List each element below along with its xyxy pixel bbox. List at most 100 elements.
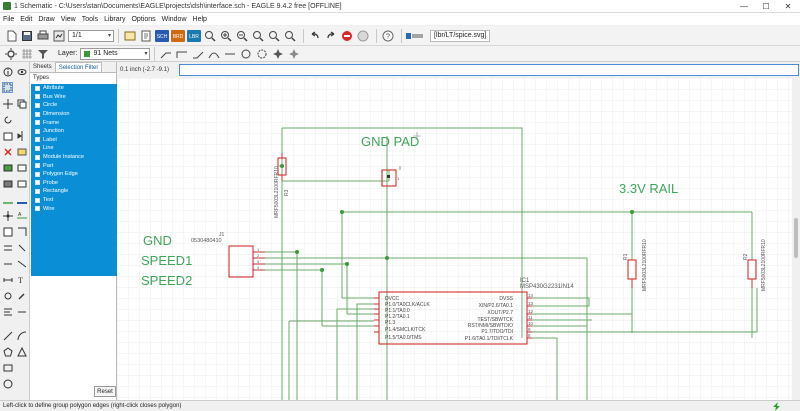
junction-icon[interactable] bbox=[2, 210, 13, 221]
pour-icon[interactable] bbox=[271, 47, 285, 61]
brd-badge[interactable]: BRD bbox=[171, 29, 185, 43]
schematic-drawing[interactable]: GND PAD 3.3V RAIL GND SPEED1 SPEED2 MRF5… bbox=[117, 78, 800, 400]
zoom-redraw-icon[interactable] bbox=[251, 29, 265, 43]
undo-icon[interactable] bbox=[308, 29, 322, 43]
split-icon[interactable] bbox=[16, 226, 27, 237]
info-icon[interactable] bbox=[2, 66, 13, 77]
arrange-icon[interactable] bbox=[2, 290, 13, 301]
list-item[interactable]: Wire bbox=[31, 204, 117, 213]
replace-icon[interactable] bbox=[2, 162, 13, 173]
net-icon[interactable] bbox=[2, 194, 13, 205]
minimize-button[interactable]: — bbox=[740, 2, 748, 11]
resistor-r3[interactable]: MRF5003L2100RFR10 R3 bbox=[274, 153, 290, 218]
bus-icon[interactable] bbox=[16, 194, 27, 205]
cam-icon[interactable] bbox=[52, 29, 66, 43]
close-button[interactable]: ✕ bbox=[784, 2, 792, 11]
label-speed2[interactable]: SPEED2 bbox=[141, 273, 192, 288]
zoom-select-icon[interactable] bbox=[267, 29, 281, 43]
menu-tools[interactable]: Tools bbox=[81, 15, 99, 23]
save-icon[interactable] bbox=[20, 29, 34, 43]
zoom-in-icon[interactable] bbox=[219, 29, 233, 43]
menu-help[interactable]: Help bbox=[192, 15, 207, 23]
add-icon[interactable] bbox=[16, 146, 27, 157]
reset-button[interactable]: Reset bbox=[94, 386, 116, 397]
vertical-scrollbar[interactable] bbox=[792, 78, 800, 400]
attribute-icon[interactable] bbox=[2, 258, 13, 269]
zoom-out-icon[interactable] bbox=[235, 29, 249, 43]
move-icon[interactable] bbox=[2, 98, 13, 109]
list-item[interactable]: Junction bbox=[31, 127, 117, 136]
line-icon[interactable] bbox=[2, 330, 13, 341]
list-item[interactable]: Polygon Edge bbox=[31, 170, 117, 179]
gate-swap-icon[interactable] bbox=[16, 242, 27, 253]
dimension-icon[interactable] bbox=[2, 274, 13, 285]
zoom-previous-icon[interactable] bbox=[283, 29, 297, 43]
value-icon[interactable] bbox=[2, 178, 13, 189]
label-3v3-rail[interactable]: 3.3V RAIL bbox=[619, 181, 678, 196]
paste-icon[interactable] bbox=[2, 130, 13, 141]
copy-icon[interactable] bbox=[16, 98, 27, 109]
list-item[interactable]: Attribute bbox=[31, 84, 117, 93]
tab-sheets[interactable]: Sheets bbox=[33, 64, 52, 70]
menu-options[interactable]: Options bbox=[131, 15, 156, 23]
go-icon[interactable] bbox=[356, 29, 370, 43]
layer-select[interactable]: 91 Nets ▾ bbox=[80, 47, 151, 60]
resistor-r2[interactable]: R2 MRF5003L2100RFR10 bbox=[743, 239, 767, 291]
list-item[interactable]: Frame bbox=[31, 118, 117, 127]
mirror-icon[interactable] bbox=[16, 130, 27, 141]
label-gnd-pad[interactable]: GND PAD bbox=[361, 134, 419, 149]
list-item[interactable]: Circle bbox=[31, 101, 117, 110]
gnd-pad-part[interactable]: 1 bbox=[381, 169, 400, 187]
list-item[interactable]: Probe bbox=[31, 179, 117, 188]
text-icon[interactable]: T bbox=[16, 274, 27, 285]
menu-library[interactable]: Library bbox=[104, 15, 126, 23]
invoke-icon[interactable] bbox=[16, 258, 27, 269]
smash-icon[interactable] bbox=[16, 178, 27, 189]
connector-j1[interactable]: J1 0530480410 1 2 3 4 bbox=[191, 232, 265, 278]
menu-draw[interactable]: Draw bbox=[38, 15, 55, 23]
rectangle-icon[interactable] bbox=[2, 362, 13, 373]
resistor-r1[interactable]: R1 MRF5003L2100RFR10 bbox=[623, 239, 648, 291]
list-item[interactable]: Text bbox=[31, 196, 117, 205]
lightning-icon[interactable] bbox=[772, 402, 782, 411]
width-icon[interactable] bbox=[255, 47, 269, 61]
list-item[interactable]: Dimension bbox=[31, 110, 117, 119]
ic1-msp430[interactable]: IC1 MSP430G2231IN14 DVCC P1.0/TA0CLK/ACL… bbox=[374, 278, 574, 345]
delete-icon[interactable] bbox=[2, 146, 13, 157]
net-wires[interactable] bbox=[265, 127, 758, 400]
style-icon[interactable] bbox=[239, 47, 253, 61]
label-speed1[interactable]: SPEED1 bbox=[141, 253, 192, 268]
design-link-icon[interactable] bbox=[406, 29, 424, 43]
use-icon[interactable] bbox=[123, 29, 137, 43]
list-item[interactable]: Line bbox=[31, 144, 117, 153]
grid-icon[interactable] bbox=[20, 47, 34, 61]
name-icon[interactable] bbox=[16, 162, 27, 173]
script-icon[interactable] bbox=[139, 29, 153, 43]
list-item[interactable]: Rectangle bbox=[31, 187, 117, 196]
rotate-icon[interactable] bbox=[2, 114, 13, 125]
junctions[interactable] bbox=[280, 164, 634, 272]
rank-icon[interactable] bbox=[287, 47, 301, 61]
wire-mode-icon[interactable] bbox=[16, 306, 27, 317]
menu-view[interactable]: View bbox=[60, 15, 76, 23]
wire-bend-45-icon[interactable] bbox=[191, 47, 205, 61]
menu-edit[interactable]: Edit bbox=[20, 15, 33, 23]
command-input[interactable] bbox=[179, 64, 799, 76]
library-path-field[interactable]: [lbr/LT/spice.svg] bbox=[430, 29, 490, 42]
tab-selection-filter[interactable]: Selection Filter bbox=[54, 62, 103, 72]
sheet-select[interactable]: 1/1 ▾ bbox=[68, 29, 114, 42]
tools-icon[interactable] bbox=[16, 290, 27, 301]
new-icon[interactable] bbox=[4, 29, 18, 43]
triangle-icon[interactable] bbox=[16, 346, 27, 357]
wire-curve-icon[interactable] bbox=[207, 47, 221, 61]
label-gnd[interactable]: GND bbox=[143, 233, 172, 248]
arc-icon[interactable] bbox=[16, 330, 27, 341]
erc-icon[interactable] bbox=[2, 226, 13, 237]
print-icon[interactable] bbox=[36, 29, 50, 43]
eye-icon[interactable] bbox=[16, 66, 27, 77]
wire-bend-icon[interactable] bbox=[159, 47, 173, 61]
list-item[interactable]: Module Instance bbox=[31, 153, 117, 162]
schematic-canvas[interactable]: GND PAD 3.3V RAIL GND SPEED1 SPEED2 MRF5… bbox=[117, 78, 800, 400]
circle-icon[interactable] bbox=[2, 378, 13, 389]
scrollbar-thumb[interactable] bbox=[794, 218, 798, 258]
